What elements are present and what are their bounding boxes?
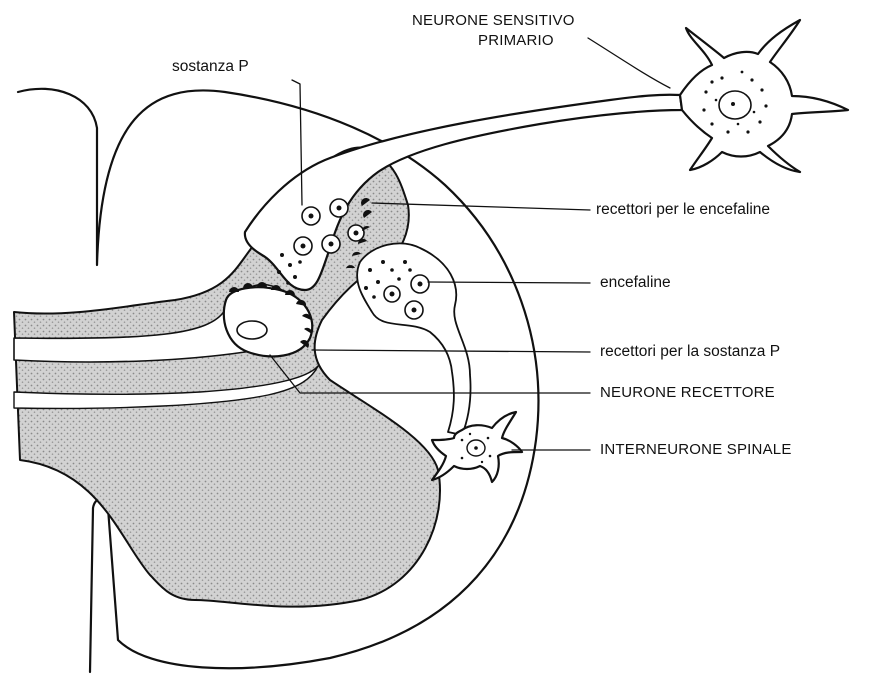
leader-primary-neuron xyxy=(588,38,670,88)
label-substance-p-receptors: recettori per la sostanza P xyxy=(600,343,780,361)
label-primary-neuron: NEURONE SENSITIVO xyxy=(412,12,575,30)
label-enkephalin-receptors: recettori per le encefaline xyxy=(596,201,770,219)
primary-sensory-neuron xyxy=(680,20,848,172)
interneuron-axon xyxy=(357,243,470,435)
label-enkephalins: encefaline xyxy=(600,274,671,292)
receptor-neuron-nucleus xyxy=(237,321,267,339)
label-receptor-neuron: NEURONE RECETTORE xyxy=(600,384,775,402)
spinal-interneuron xyxy=(432,412,522,482)
label-primary-neuron-line2: PRIMARIO xyxy=(478,32,554,50)
grey-matter-dorsal-horn xyxy=(14,148,440,607)
label-substance-p: sostanza P xyxy=(172,58,249,76)
label-spinal-interneuron: INTERNEURONE SPINALE xyxy=(600,441,792,459)
primary-sensory-axon xyxy=(245,95,682,290)
